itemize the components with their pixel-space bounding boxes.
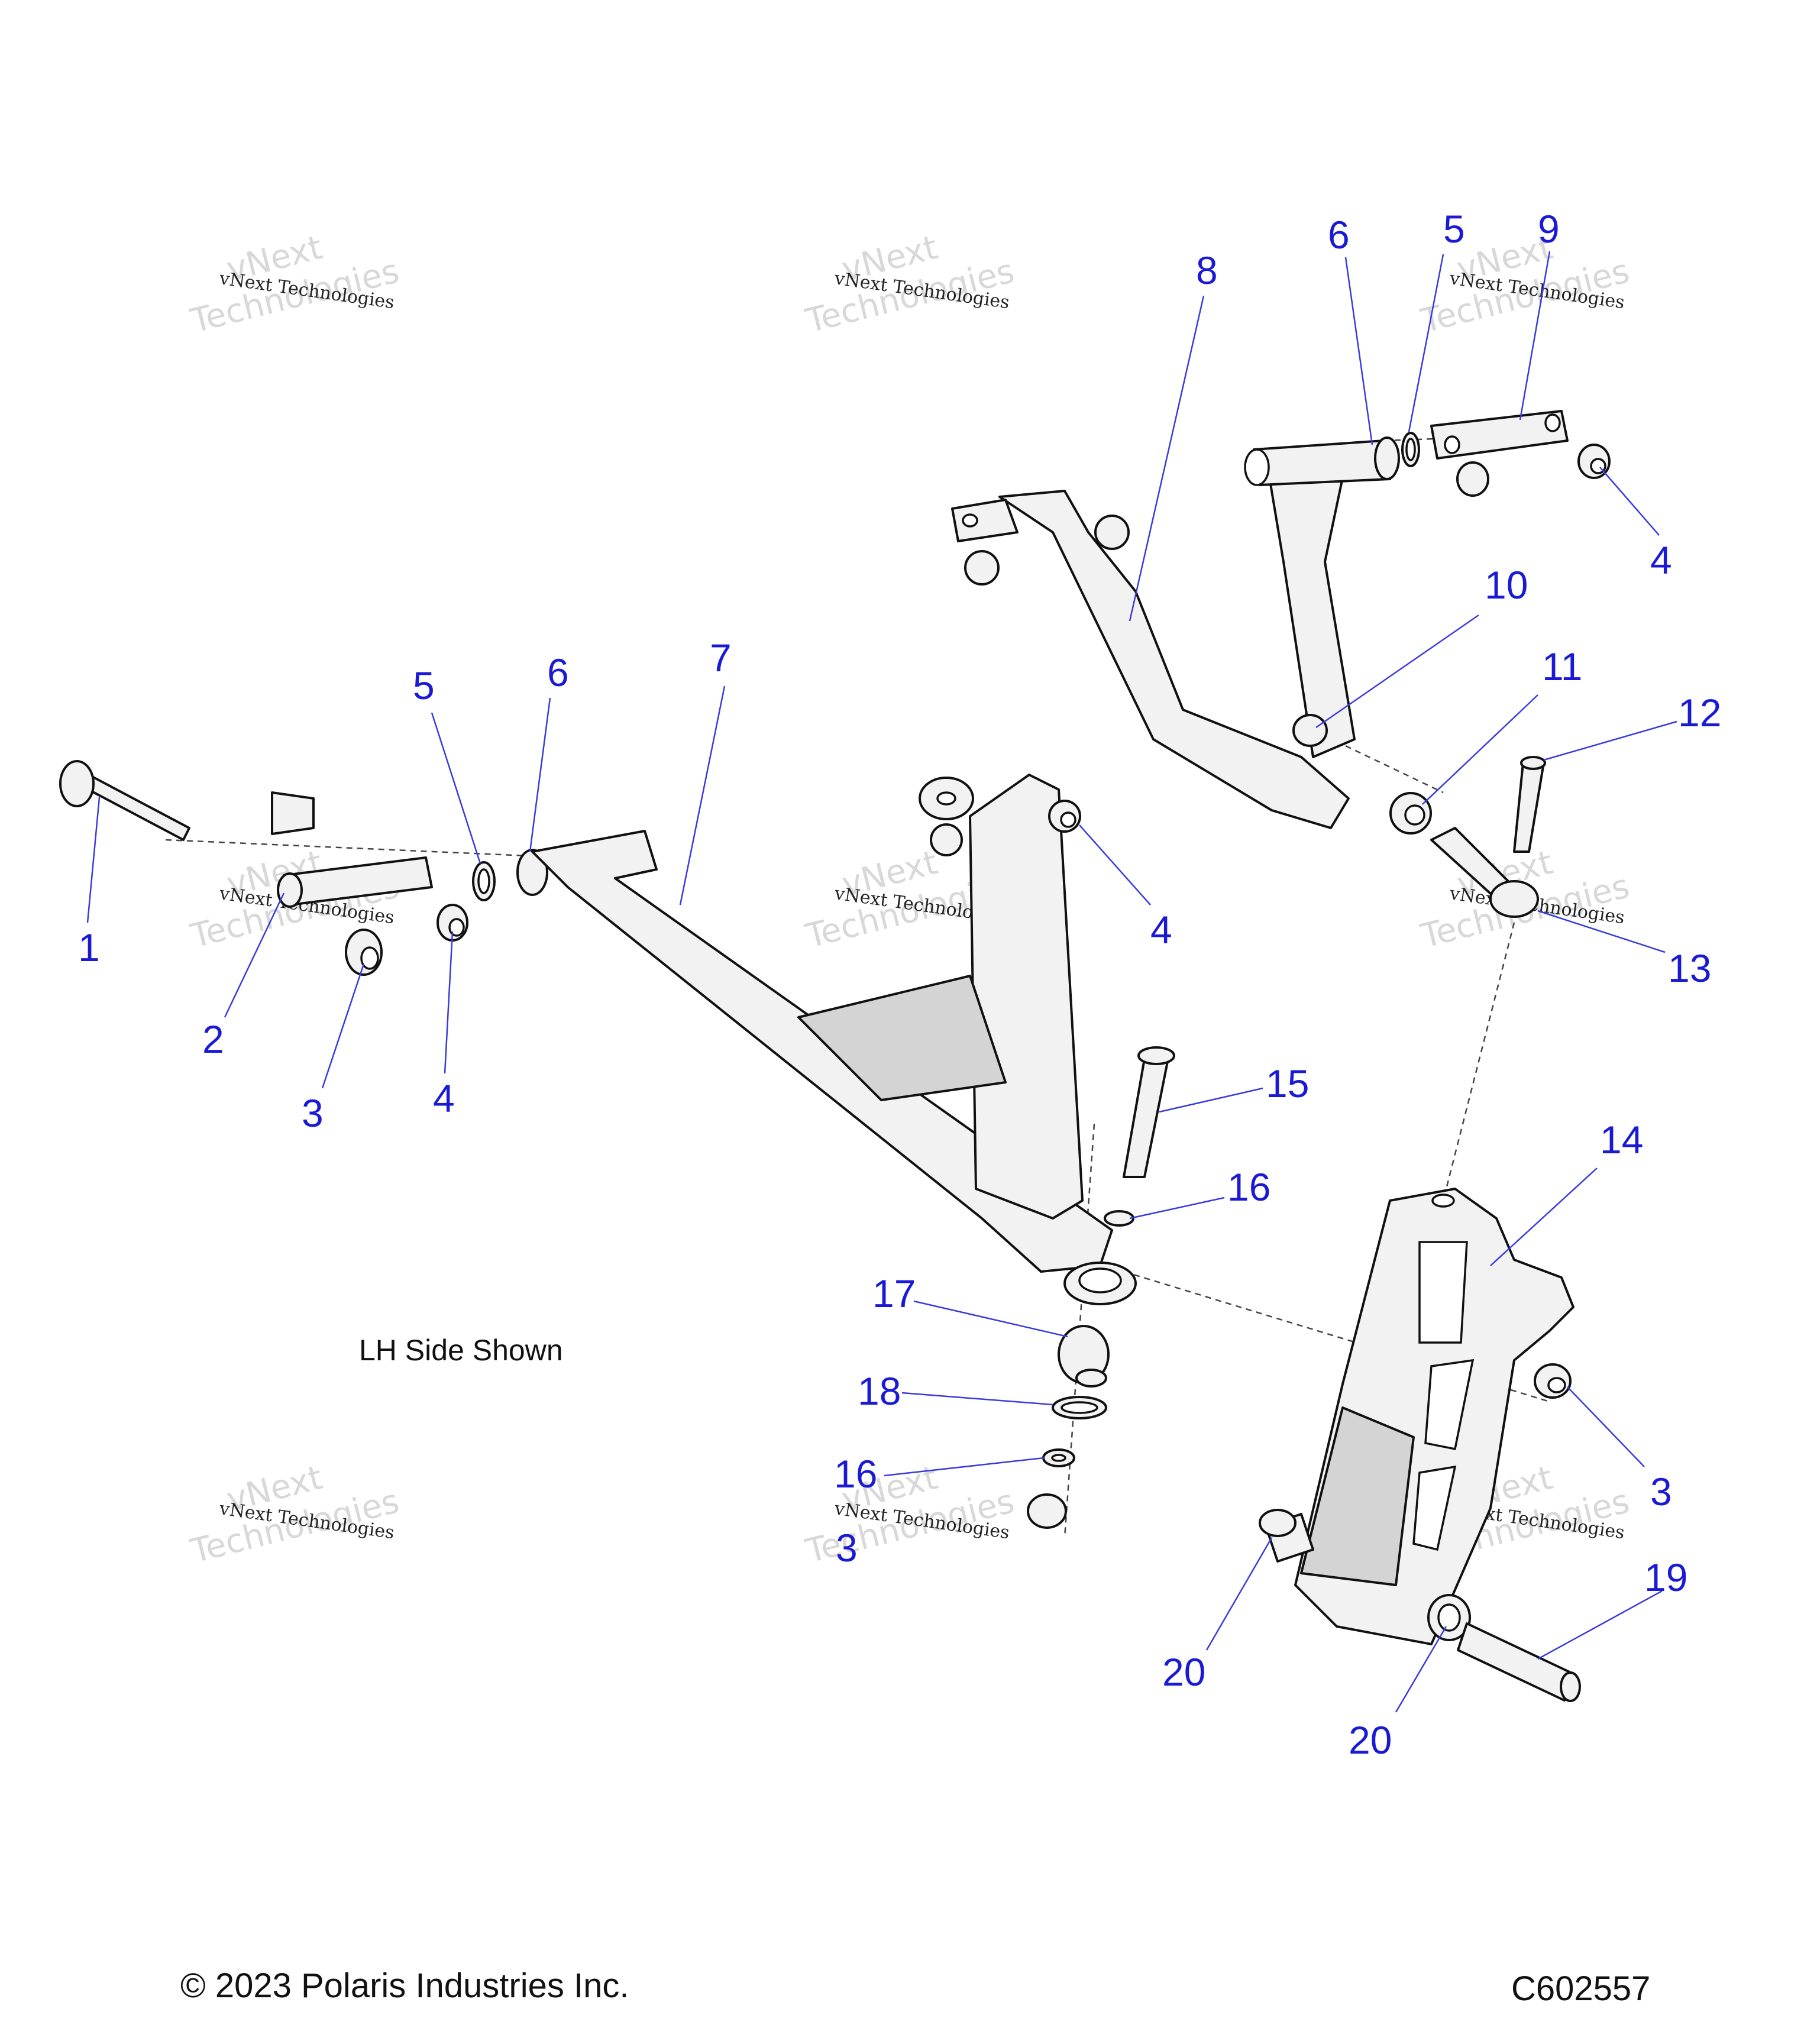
callout-20: 20 (1162, 1650, 1205, 1694)
callout-15: 15 (1266, 1062, 1309, 1105)
callout-2: 2 (202, 1017, 224, 1061)
part-15-bolt (1123, 1046, 1175, 1178)
part-5-washer (1401, 432, 1420, 467)
part-12-pin (1513, 756, 1546, 853)
callout-9: 9 (1538, 207, 1560, 251)
part-17-ball-stud (1058, 1325, 1110, 1388)
part-2-pivot-shaft (271, 791, 433, 908)
callout-3: 3 (836, 1526, 858, 1570)
callout-7: 7 (710, 636, 732, 680)
side-note: LH Side Shown (359, 1334, 563, 1367)
callout-1: 1 (78, 926, 100, 969)
part-4-bushing (964, 550, 1000, 586)
callout-20: 20 (1349, 1718, 1392, 1762)
leader-lines (86, 251, 1677, 1713)
callout-16: 16 (1227, 1165, 1270, 1209)
callout-18: 18 (858, 1369, 901, 1413)
part-7-lower-a-arm (531, 774, 1137, 1305)
callout-5: 5 (1443, 207, 1465, 251)
part-4-bushing (437, 904, 468, 942)
callout-3: 3 (1650, 1470, 1672, 1513)
callout-6: 6 (1328, 213, 1350, 257)
callout-16: 16 (834, 1452, 877, 1496)
part-6-sleeve (1374, 436, 1400, 480)
watermark: vNext Technologies vNext Technologies (186, 1458, 403, 1571)
part-1-bolt (59, 760, 190, 841)
part-19-pin (1457, 1622, 1581, 1702)
part-18-snap-ring (1052, 1396, 1107, 1419)
callout-6: 6 (547, 651, 569, 694)
callout-14: 14 (1600, 1118, 1643, 1162)
callout-4: 4 (433, 1076, 455, 1120)
callout-17: 17 (872, 1272, 916, 1315)
callout-13: 13 (1668, 946, 1711, 990)
part-16-washer (1042, 1448, 1075, 1467)
part-10-bushing (1292, 714, 1328, 747)
part-6-sleeve (516, 849, 548, 896)
callout-8: 8 (1196, 248, 1218, 292)
part-14-steering-knuckle (1294, 1188, 1574, 1645)
callout-10: 10 (1485, 563, 1528, 607)
part-20-bushing (1427, 1594, 1471, 1641)
part-16-washer (1104, 1210, 1134, 1227)
part-11-bushing (1389, 792, 1432, 835)
callouts: 1 2 3 4 5 6 7 8 6 5 9 4 10 11 12 4 13 15… (78, 207, 1721, 1762)
callout-5: 5 (413, 664, 435, 707)
copyright-text: © 2023 Polaris Industries Inc. (180, 1967, 629, 2005)
part-4-bushing (1456, 461, 1489, 497)
part-4-bushing (1048, 800, 1081, 833)
callout-4: 4 (1150, 908, 1172, 952)
callout-12: 12 (1678, 691, 1721, 735)
part-13-ball-joint (1430, 827, 1539, 918)
watermark: vNext Technologies vNext Technologies (801, 228, 1018, 341)
callout-4: 4 (1650, 538, 1672, 582)
part-3-bushing (1027, 1493, 1067, 1529)
part-9-pivot-shaft (1430, 410, 1569, 460)
part-5-washer (472, 861, 496, 901)
watermark: vNext Technologies vNext Technologies (186, 228, 403, 341)
callout-19: 19 (1644, 1555, 1687, 1599)
callout-11: 11 (1542, 645, 1583, 688)
part-20-bushing (1259, 1509, 1314, 1563)
part-3-bushing (1534, 1363, 1572, 1399)
part-3-bushing (345, 929, 383, 976)
part-4-bushing (930, 823, 963, 856)
part-8-upper-a-arm (951, 439, 1391, 829)
callout-3: 3 (302, 1091, 324, 1135)
figure-id: C602557 (1511, 1969, 1650, 2008)
